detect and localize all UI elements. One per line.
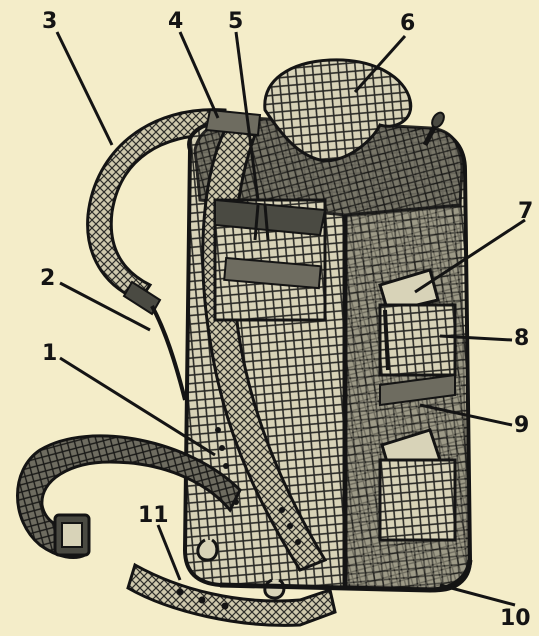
bottom-ring-left <box>198 540 217 560</box>
leader-11 <box>158 525 180 580</box>
callout-2: 2 <box>40 266 55 291</box>
leader-4 <box>180 32 218 118</box>
callout-8: 8 <box>514 326 529 351</box>
callout-3: 3 <box>42 9 57 34</box>
callout-10: 10 <box>500 606 531 631</box>
callout-4: 4 <box>168 9 183 34</box>
callout-5: 5 <box>228 9 243 34</box>
side-pocket-lower <box>380 460 455 540</box>
loop-strap-buckle-inner <box>62 523 82 547</box>
leader-3 <box>57 32 112 145</box>
top-toggle-knob <box>430 111 447 130</box>
leader-10 <box>440 585 515 605</box>
callout-9: 9 <box>514 413 529 438</box>
callout-1: 1 <box>42 341 57 366</box>
callout-11: 11 <box>138 503 169 528</box>
callout-6: 6 <box>400 11 415 36</box>
bottom-ring-right <box>265 580 284 598</box>
top-strap-loop <box>206 110 260 135</box>
strap-cord <box>152 306 185 400</box>
side-pocket-upper <box>380 305 455 375</box>
callout-7: 7 <box>518 199 533 224</box>
